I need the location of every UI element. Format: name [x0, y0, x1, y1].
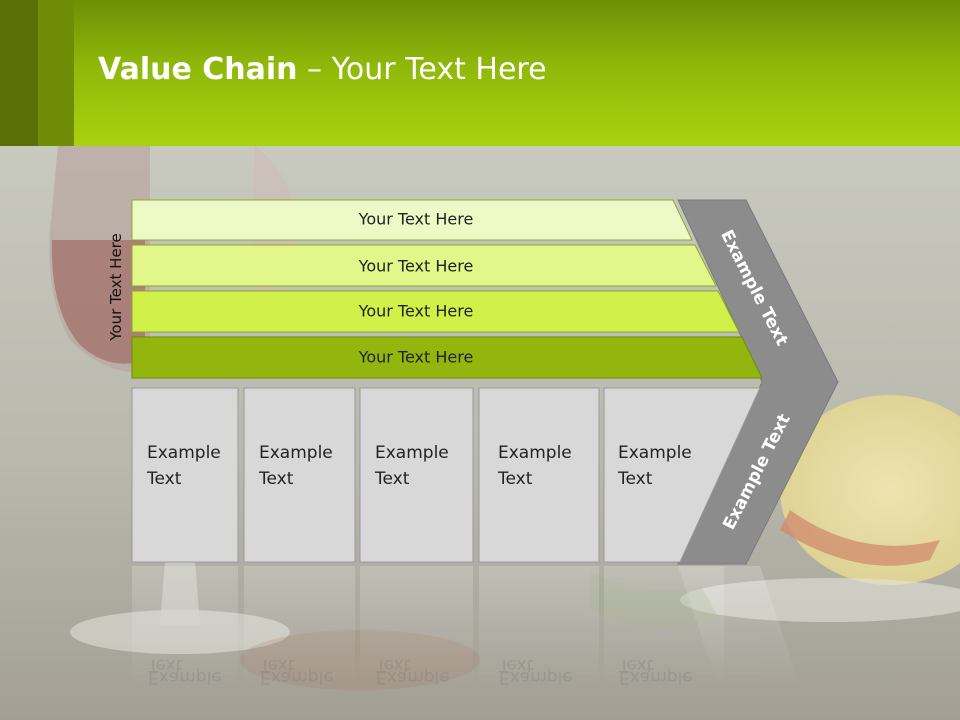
bar-1 — [131, 199, 693, 241]
bar-4 — [131, 336, 763, 379]
reflection-example-3: Example — [376, 667, 450, 687]
title-bar-accent-dark — [0, 0, 38, 146]
bar-group: Your Text Here Your Text Here Your Text … — [131, 199, 763, 379]
box-1 — [131, 387, 239, 563]
box-4-line2: Text — [497, 469, 533, 489]
box-1-line2: Text — [146, 469, 182, 489]
box-group: Example Text Example Text Example Text E… — [131, 387, 761, 563]
reflection-text-1: Text — [147, 655, 183, 675]
side-label: Your Text Here — [107, 233, 125, 341]
slide-title-rest: Your Text Here — [331, 52, 547, 87]
box-5-line1: Example — [618, 443, 692, 463]
slide-title: Value Chain – Your Text Here — [98, 52, 547, 87]
reflection-text-4: Text — [498, 655, 534, 675]
slide-title-separator: – — [297, 52, 332, 87]
box-3-line2: Text — [374, 469, 410, 489]
box-4-line1: Example — [498, 443, 572, 463]
box-2-line1: Example — [259, 443, 333, 463]
reflection-example-1: Example — [148, 667, 222, 687]
bar-4-label: Your Text Here — [358, 348, 474, 367]
box-2 — [243, 387, 356, 563]
title-bar: Value Chain – Your Text Here — [0, 0, 960, 146]
box-3-line1: Example — [375, 443, 449, 463]
box-3 — [359, 387, 474, 563]
chevron-arrow — [677, 199, 839, 565]
bar-2-label: Your Text Here — [358, 257, 474, 276]
box-5-line2: Text — [617, 469, 653, 489]
slide-title-bold: Value Chain — [98, 52, 298, 87]
diagram-reflection: Text Text Text Text Text Example Example… — [132, 566, 800, 687]
bar-3-label: Your Text Here — [358, 302, 474, 321]
reflection-example-5: Example — [619, 667, 693, 687]
box-4 — [478, 387, 600, 563]
reflection-example-4: Example — [499, 667, 573, 687]
reflection-text-3: Text — [375, 655, 411, 675]
box-1-line1: Example — [147, 443, 221, 463]
box-2-line2: Text — [258, 469, 294, 489]
reflection-text-5: Text — [618, 655, 654, 675]
reflection-text-2: Text — [259, 655, 295, 675]
bar-3 — [131, 290, 740, 333]
bar-2 — [131, 244, 717, 287]
box-5 — [603, 387, 761, 563]
title-bar-accent-mid — [38, 0, 74, 146]
reflection-example-2: Example — [260, 667, 334, 687]
bar-1-label: Your Text Here — [358, 210, 474, 229]
